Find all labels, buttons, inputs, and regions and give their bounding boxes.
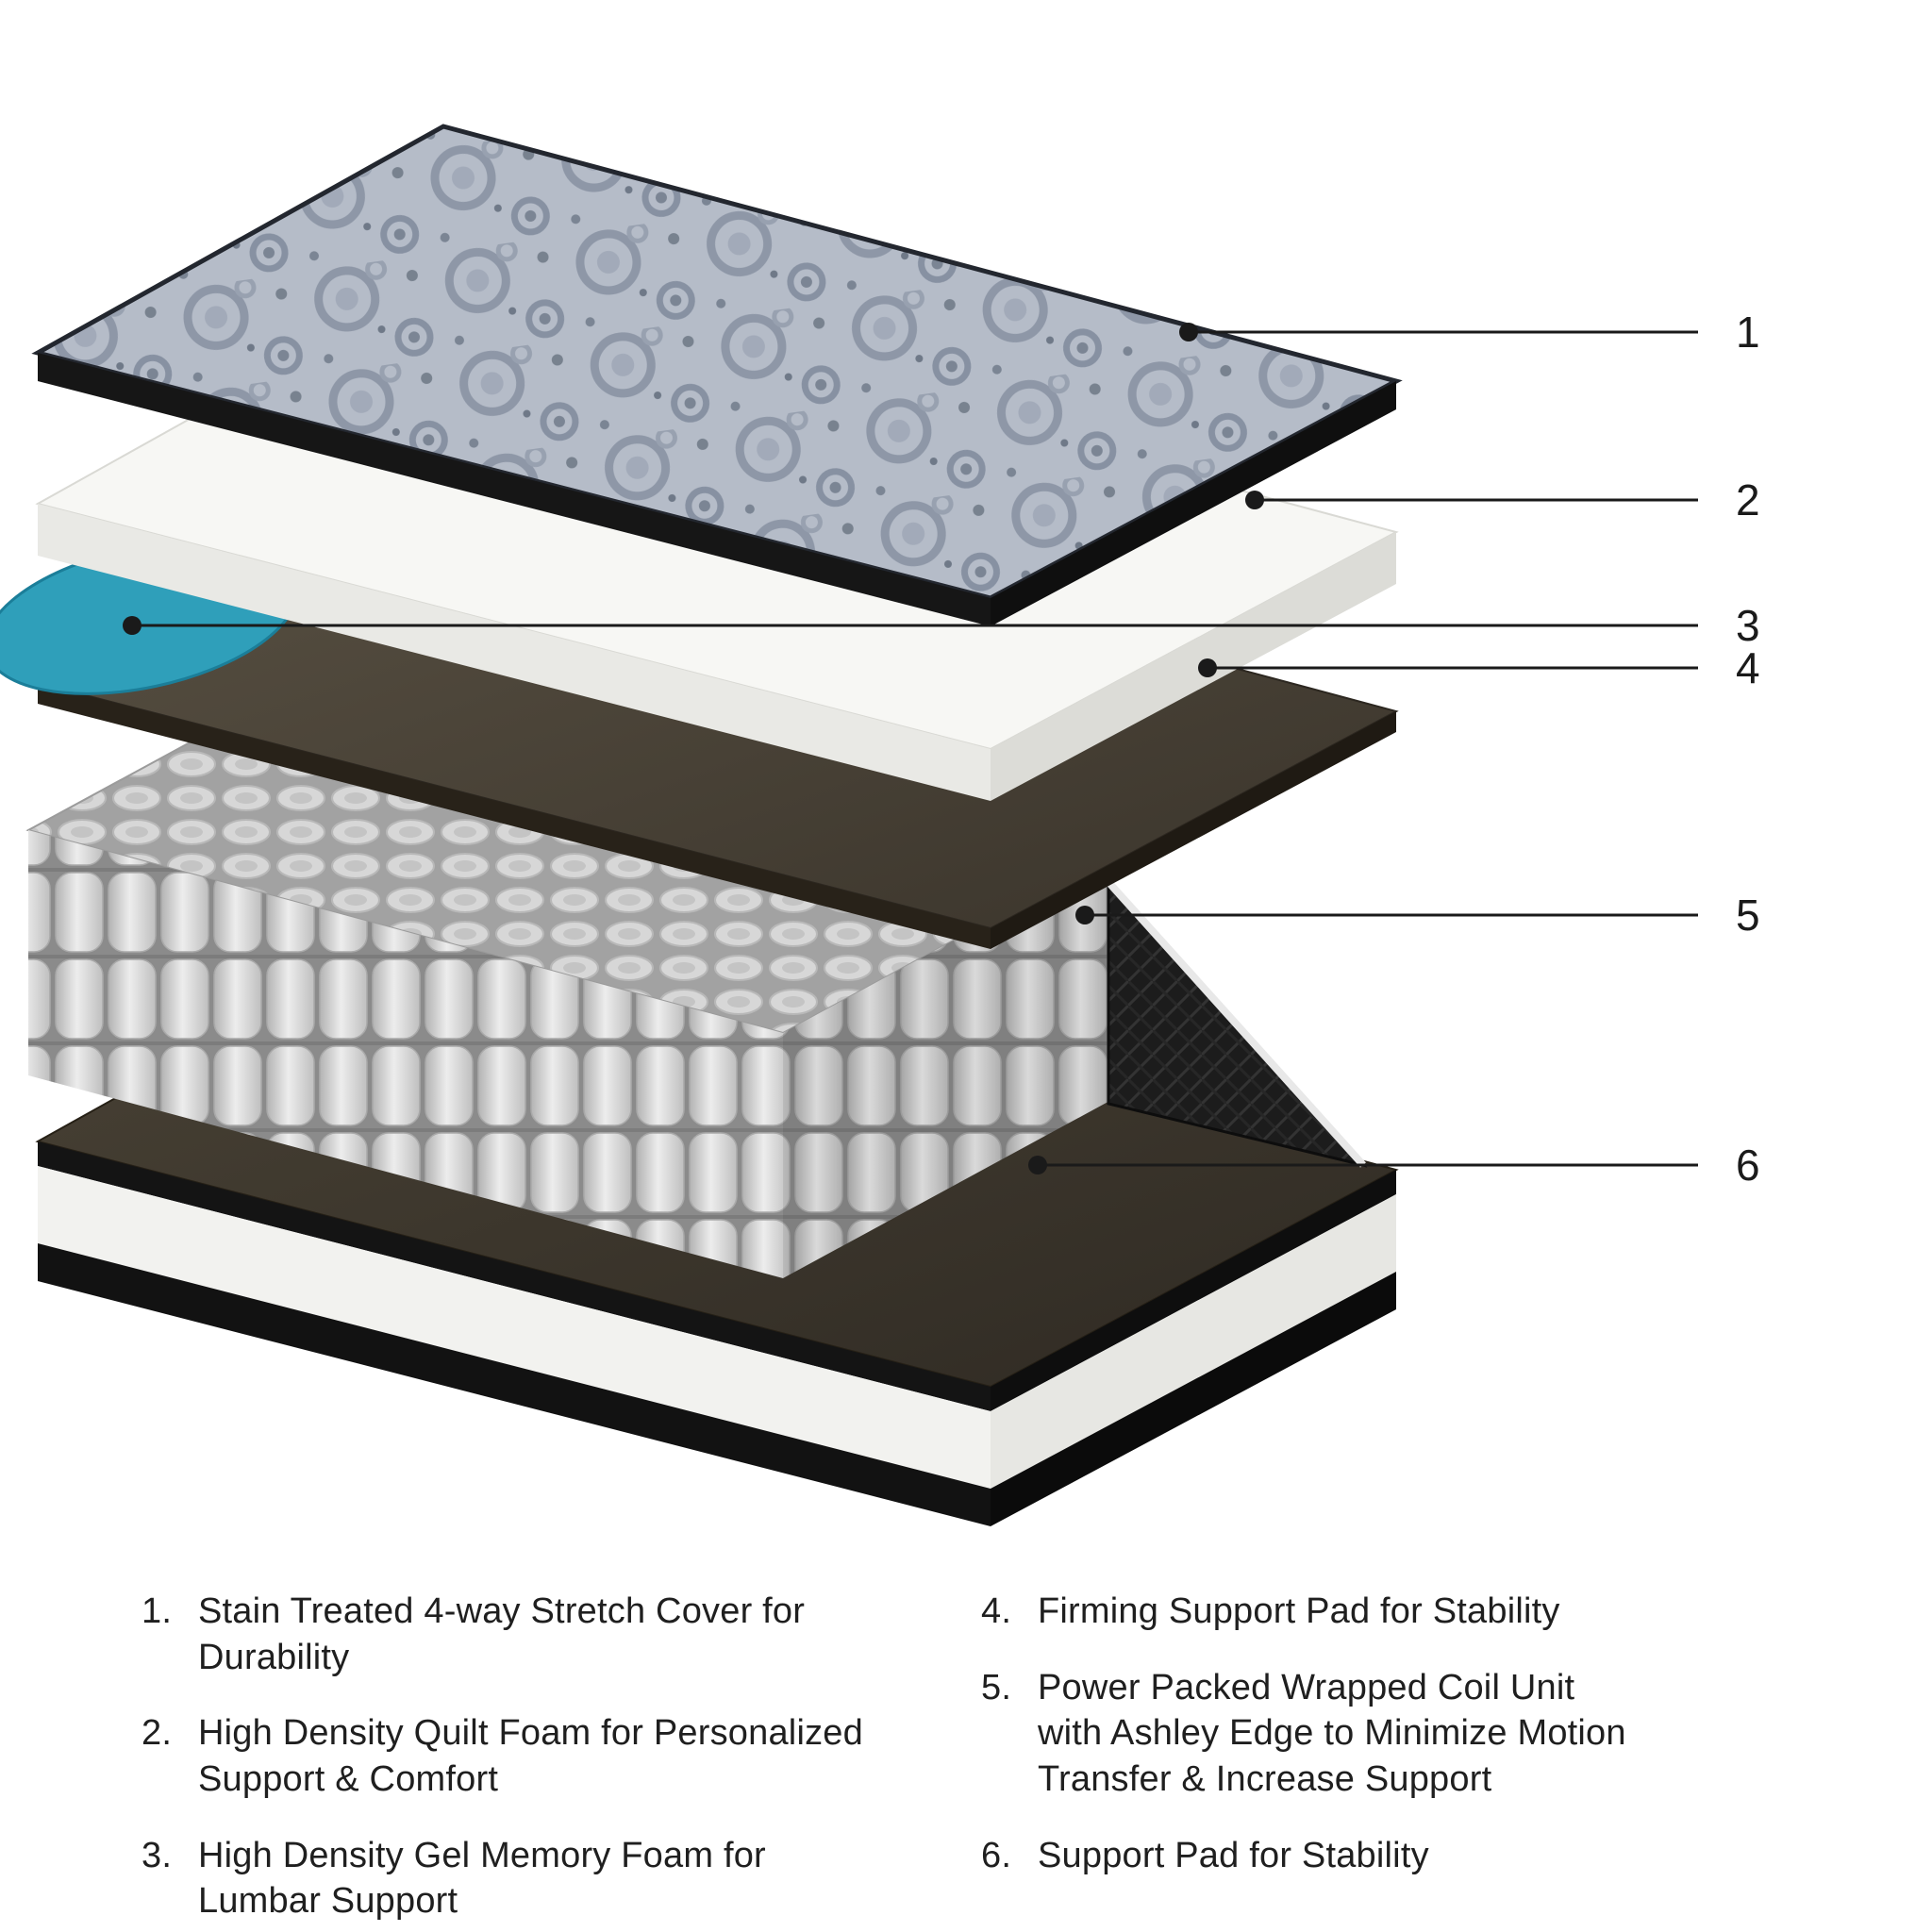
legend: 1. Stain Treated 4-way Stretch Cover for… [0,1547,1932,1924]
callout-dot-5 [1075,906,1094,924]
legend-item-3: 3. High Density Gel Memory Foam for Lumb… [142,1833,896,1924]
legend-item-6: 6. Support Pad for Stability [981,1833,1641,1879]
legend-item-4-text: Firming Support Pad for Stability [1038,1591,1560,1631]
base-core-right [991,1194,1396,1489]
callout-number-1: 1 [1736,308,1760,357]
quilt-foam-front-left [38,504,991,801]
legend-item-1-number: 1. [142,1591,173,1631]
coil-unit-front-left [28,830,783,1278]
legend-item-5-number: 5. [981,1667,1012,1707]
stretch-cover-edge-right [991,381,1396,626]
ashley-edge-wedge [1106,878,1368,1168]
legend-left-column: 1. Stain Treated 4-way Stretch Cover for… [142,1589,896,1924]
legend-item-5-text: Power Packed Wrapped Coil Unit with Ashl… [1038,1667,1626,1799]
coil-unit-front-right-shade [783,854,1113,1278]
callout-number-6: 6 [1736,1141,1760,1190]
layer-stretch-cover [31,124,1403,626]
callout-dot-1 [1179,323,1198,341]
legend-item-3-text: High Density Gel Memory Foam for Lumbar … [198,1835,766,1922]
legend-item-2: 2. High Density Quilt Foam for Personali… [142,1710,896,1802]
callout-number-2: 2 [1736,475,1760,525]
legend-item-6-text: Support Pad for Stability [1038,1835,1429,1875]
base-border-bottom-left [38,1243,991,1526]
legend-item-3-number: 3. [142,1835,173,1875]
base-core-left [38,1166,991,1489]
stretch-cover-edge-left [38,353,991,626]
legend-item-4: 4. Firming Support Pad for Stability [981,1589,1641,1635]
legend-item-1: 1. Stain Treated 4-way Stretch Cover for… [142,1589,896,1680]
firming-pad-front-left [38,683,991,949]
callout-dot-4 [1198,658,1217,677]
callout-number-3: 3 [1736,601,1760,650]
legend-item-2-text: High Density Quilt Foam for Personalized… [198,1713,863,1799]
quilt-foam-front-right [991,532,1396,801]
firming-pad-front-right [991,711,1396,949]
callouts: 1 2 3 4 5 6 [123,308,1760,1190]
edge-wedge-trim [1106,879,1366,1168]
legend-item-1-text: Stain Treated 4-way Stretch Cover for Du… [198,1591,806,1677]
base-border-top-right [991,1170,1396,1411]
legend-item-5: 5. Power Packed Wrapped Coil Unit with A… [981,1665,1641,1803]
callout-dot-3 [123,616,142,635]
coil-unit-front-right [783,854,1113,1278]
legend-item-6-number: 6. [981,1835,1012,1875]
legend-right-column: 4. Firming Support Pad for Stability 5. … [981,1589,1641,1924]
legend-item-4-number: 4. [981,1591,1012,1631]
legend-item-2-number: 2. [142,1713,173,1754]
callout-dot-2 [1245,491,1264,509]
callout-number-5: 5 [1736,891,1760,940]
base-border-top-left [38,1141,991,1411]
callout-dot-6 [1028,1156,1047,1174]
mattress-exploded-diagram: 1 2 3 4 5 6 [0,124,1760,1526]
base-border-bottom-right [991,1272,1396,1526]
callout-number-4: 4 [1736,643,1760,692]
